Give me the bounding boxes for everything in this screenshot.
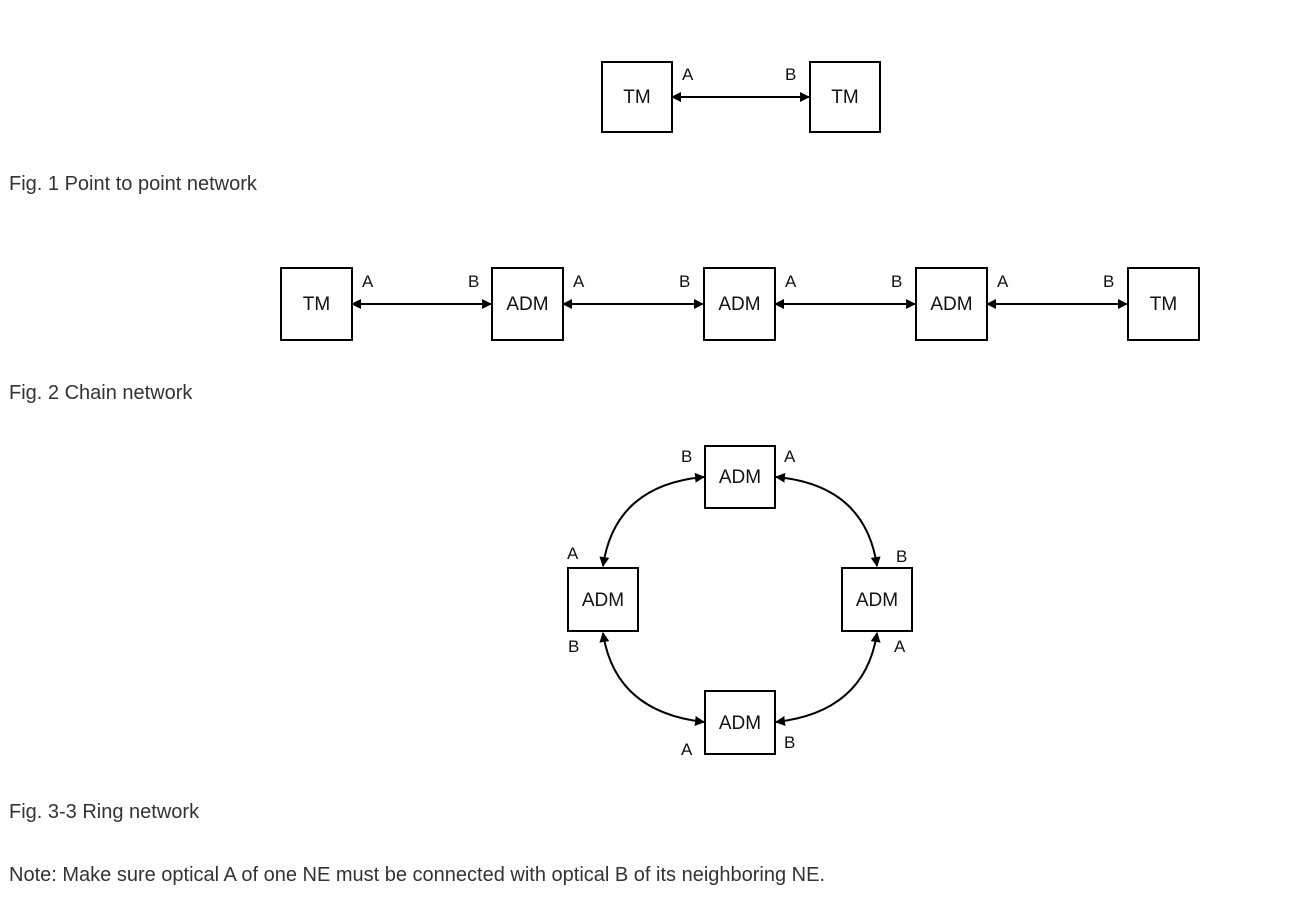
- node-label: TM: [831, 87, 858, 108]
- port-label-b: B: [468, 272, 479, 291]
- node-adm-right: ADM: [841, 567, 913, 632]
- figure-ring: ADM ADM ADM ADM B A A B B A A B: [567, 445, 913, 759]
- node-label: ADM: [856, 590, 898, 611]
- node-adm: ADM: [915, 267, 988, 341]
- port-label-b: B: [896, 547, 907, 566]
- node-adm-top: ADM: [704, 445, 776, 509]
- port-label-a: A: [997, 272, 1009, 291]
- port-label-b: B: [681, 447, 692, 466]
- port-label-b: B: [784, 733, 795, 752]
- node-label: ADM: [719, 713, 761, 734]
- node-label: ADM: [719, 467, 761, 488]
- node-adm-left: ADM: [567, 567, 639, 632]
- figure-point-to-point: TM TM A B: [601, 61, 881, 133]
- figure-caption-point-to-point: Fig. 1 Point to point network: [9, 173, 257, 195]
- figure-chain: TM ADM ADM ADM TM A B A B A B A B: [280, 267, 1200, 341]
- port-label-a: A: [567, 544, 579, 563]
- figure-caption-chain: Fig. 2 Chain network: [9, 382, 193, 404]
- node-label: ADM: [718, 294, 760, 315]
- link-r2-r4: [599, 632, 705, 726]
- link-r1-r2: [599, 472, 705, 567]
- node-adm: ADM: [491, 267, 564, 341]
- port-label-a: A: [784, 447, 796, 466]
- port-label-a: A: [785, 272, 797, 291]
- node-label: ADM: [582, 590, 624, 611]
- port-label-b: B: [679, 272, 690, 291]
- port-label-b: B: [1103, 272, 1114, 291]
- node-label: ADM: [506, 294, 548, 315]
- port-label-b: B: [568, 637, 579, 656]
- link-r3-r4: [775, 632, 881, 726]
- port-label-a: A: [894, 637, 906, 656]
- node-adm-bottom: ADM: [704, 690, 776, 755]
- note-text: Note: Make sure optical A of one NE must…: [9, 864, 826, 886]
- node-tm: TM: [809, 61, 881, 133]
- node-label: TM: [1150, 294, 1177, 315]
- node-tm: TM: [280, 267, 353, 341]
- node-label: ADM: [930, 294, 972, 315]
- node-label: TM: [623, 87, 650, 108]
- port-label-a: A: [682, 65, 694, 84]
- port-label-a: A: [362, 272, 374, 291]
- port-label-a: A: [681, 740, 693, 759]
- node-adm: ADM: [703, 267, 776, 341]
- port-label-a: A: [573, 272, 585, 291]
- node-tm: TM: [1127, 267, 1200, 341]
- node-label: TM: [303, 294, 330, 315]
- port-label-b: B: [891, 272, 902, 291]
- link-r1-r3: [775, 472, 881, 567]
- port-label-b: B: [785, 65, 796, 84]
- node-tm: TM: [601, 61, 673, 133]
- figure-caption-ring: Fig. 3-3 Ring network: [9, 801, 200, 823]
